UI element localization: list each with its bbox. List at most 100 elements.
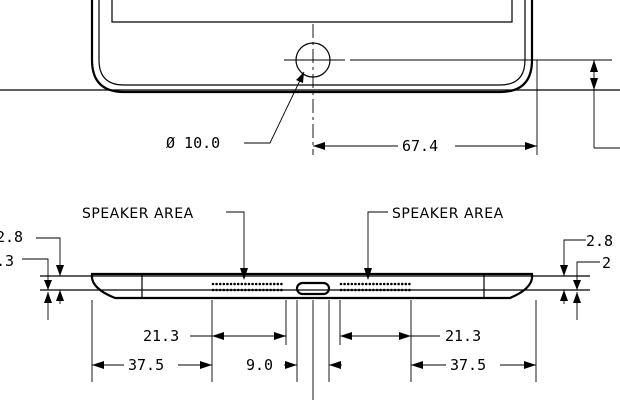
diameter-leader bbox=[244, 71, 305, 144]
speaker-hole bbox=[400, 288, 404, 292]
speaker-hole bbox=[357, 282, 361, 286]
speaker-area-label-left: SPEAKER AREA bbox=[82, 206, 194, 222]
speaker-hole bbox=[343, 288, 346, 292]
right-dim-arrow-bottom bbox=[590, 78, 598, 90]
edge-offset-right-label: 2 bbox=[602, 254, 611, 272]
speaker-hole bbox=[400, 282, 404, 286]
speaker-hole bbox=[258, 282, 262, 286]
edge-left-lower-arrow bbox=[44, 292, 52, 303]
speaker-leader-right-arrow bbox=[364, 268, 372, 280]
edge-thickness-left-label: 2.8 bbox=[0, 228, 23, 246]
speaker-hole bbox=[375, 282, 379, 286]
speaker-hole bbox=[379, 282, 382, 286]
speaker-width-right-label: 21.3 bbox=[445, 327, 481, 345]
edge-thickness-right-arrow bbox=[560, 265, 568, 276]
speaker-hole bbox=[390, 288, 393, 292]
speaker-leader-right bbox=[367, 211, 388, 276]
edge-thickness-left-leader bbox=[36, 237, 61, 276]
speaker-hole bbox=[254, 282, 258, 286]
speaker-hole bbox=[357, 288, 361, 292]
speaker-hole bbox=[350, 282, 354, 286]
width-dim-label: 67.4 bbox=[402, 137, 438, 155]
connector-width-arrow-a bbox=[285, 361, 297, 369]
offset-right-label: 37.5 bbox=[450, 356, 486, 374]
speaker-hole bbox=[404, 282, 408, 286]
speaker-hole bbox=[375, 288, 379, 292]
speaker-hole bbox=[229, 282, 233, 286]
speaker-hole bbox=[390, 282, 393, 286]
speaker-hole bbox=[354, 282, 357, 286]
speaker-hole bbox=[247, 288, 251, 292]
speaker-hole bbox=[372, 282, 375, 286]
speaker-width-right-arrow-b bbox=[399, 332, 411, 340]
offset-left-arrow-b bbox=[200, 361, 212, 369]
speaker-hole bbox=[364, 288, 368, 292]
speaker-hole bbox=[222, 282, 226, 286]
speaker-hole bbox=[386, 288, 390, 292]
speaker-hole bbox=[386, 282, 390, 286]
speaker-hole bbox=[343, 282, 346, 286]
speaker-hole bbox=[346, 288, 350, 292]
speaker-hole bbox=[262, 288, 265, 292]
speaker-hole bbox=[350, 288, 354, 292]
speaker-hole bbox=[226, 282, 229, 286]
speaker-hole bbox=[404, 288, 408, 292]
speaker-hole bbox=[272, 282, 276, 286]
speaker-grille-right bbox=[339, 282, 411, 292]
speaker-hole bbox=[236, 282, 240, 286]
edge-thickness-right-label: 2.8 bbox=[586, 232, 613, 250]
speaker-hole bbox=[364, 282, 368, 286]
right-dim-arrow-top bbox=[590, 60, 598, 72]
speaker-area-label-right: SPEAKER AREA bbox=[392, 206, 504, 222]
speaker-hole bbox=[280, 282, 283, 286]
width-dim-arrow-left bbox=[313, 142, 325, 150]
speaker-hole bbox=[346, 282, 350, 286]
speaker-hole bbox=[397, 282, 400, 286]
speaker-hole bbox=[244, 282, 247, 286]
speaker-hole bbox=[233, 288, 236, 292]
speaker-hole bbox=[361, 288, 364, 292]
speaker-hole bbox=[272, 288, 276, 292]
speaker-hole bbox=[251, 288, 254, 292]
speaker-hole bbox=[240, 282, 244, 286]
speaker-hole bbox=[218, 282, 222, 286]
offset-left-arrow-a bbox=[92, 361, 104, 369]
speaker-hole bbox=[382, 288, 386, 292]
speaker-hole bbox=[269, 282, 272, 286]
speaker-hole bbox=[393, 288, 397, 292]
speaker-leader-left-arrow bbox=[240, 268, 248, 280]
speaker-hole bbox=[339, 282, 343, 286]
speaker-hole bbox=[244, 288, 247, 292]
speaker-hole bbox=[382, 282, 386, 286]
speaker-hole bbox=[408, 288, 411, 292]
speaker-hole bbox=[247, 282, 251, 286]
speaker-hole bbox=[276, 288, 280, 292]
edge-offset-left-arrow bbox=[44, 280, 52, 290]
speaker-hole bbox=[233, 282, 236, 286]
speaker-hole bbox=[215, 288, 218, 292]
lightning-connector bbox=[295, 281, 331, 296]
speaker-hole bbox=[240, 288, 244, 292]
edge-right-lower-arrow-2 bbox=[560, 290, 568, 301]
speaker-grille-left bbox=[211, 282, 283, 292]
top-view: Ø 10.0 67.4 bbox=[0, 0, 620, 155]
speaker-hole bbox=[251, 282, 254, 286]
offset-left-label: 37.5 bbox=[128, 356, 164, 374]
speaker-hole bbox=[215, 282, 218, 286]
speaker-hole bbox=[222, 288, 226, 292]
speaker-hole bbox=[280, 288, 283, 292]
speaker-width-left-arrow-b bbox=[274, 332, 286, 340]
device-profile bbox=[90, 272, 534, 300]
device-outer-outline bbox=[90, 0, 534, 94]
speaker-hole bbox=[408, 282, 411, 286]
speaker-hole bbox=[265, 282, 269, 286]
speaker-hole bbox=[368, 288, 372, 292]
speaker-hole bbox=[276, 282, 280, 286]
speaker-hole bbox=[368, 282, 372, 286]
speaker-width-left-arrow-a bbox=[212, 332, 224, 340]
speaker-hole bbox=[211, 288, 215, 292]
diameter-label: Ø 10.0 bbox=[166, 134, 220, 152]
speaker-hole bbox=[372, 288, 375, 292]
device-inner-outline bbox=[98, 0, 526, 86]
